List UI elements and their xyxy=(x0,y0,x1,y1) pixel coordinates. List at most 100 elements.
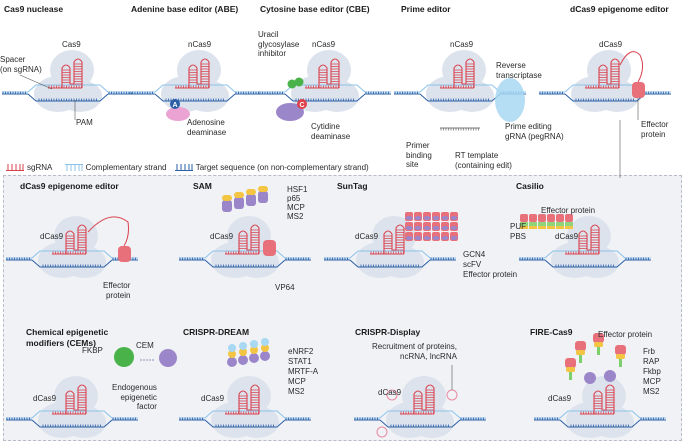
scfv xyxy=(423,226,431,230)
sgrna-stems xyxy=(319,63,339,85)
c-badge xyxy=(297,99,307,109)
effector-protein xyxy=(118,246,131,262)
panel-title-casilio: Casilio xyxy=(516,181,544,191)
puf xyxy=(538,222,546,226)
sgrna-hairpins xyxy=(578,224,600,254)
frb xyxy=(594,342,603,347)
enrf2 xyxy=(228,344,236,352)
casilio-effector xyxy=(556,214,564,222)
adenosine-deaminase xyxy=(166,107,190,121)
sgrna-hairpins xyxy=(61,58,83,88)
stat1 xyxy=(261,344,269,352)
rna-loop xyxy=(386,389,398,401)
sgrna-hairpins xyxy=(593,384,615,414)
p65-domain xyxy=(234,197,244,209)
sgrna-stems xyxy=(62,63,82,85)
sgrna-spacer-rungs xyxy=(305,85,339,88)
label-pam: PAM xyxy=(76,118,93,127)
scfv xyxy=(405,226,413,230)
leader-line xyxy=(19,74,53,90)
dna-outer-left-rungs xyxy=(2,91,26,94)
dna-top-strand xyxy=(204,250,286,259)
dna-top-strand xyxy=(204,410,286,419)
panel-title-cas9-nuclease: Cas9 nuclease xyxy=(4,4,64,14)
sgrna-spacer-rungs xyxy=(225,251,259,254)
stat1 xyxy=(250,346,258,354)
mrtf-a xyxy=(238,355,248,365)
reverse-transcriptase xyxy=(495,78,525,122)
target-strand-rungs xyxy=(430,98,489,101)
mrtf-a xyxy=(227,357,237,367)
label-fire-effector: Effector protein xyxy=(598,330,653,339)
dna-outer-right-rungs xyxy=(625,257,649,260)
label-dream-mcp: MCP xyxy=(288,377,306,386)
label-suntag-effector: Effector protein xyxy=(463,270,518,279)
label-fire-mcp: MCP xyxy=(643,377,661,386)
target-strand-rungs xyxy=(42,424,101,427)
dna-outer-right-rungs xyxy=(285,257,309,260)
dna-outer-left-rungs xyxy=(519,257,543,260)
sgrna-spacer-rungs xyxy=(225,411,259,414)
label-cem: CEM xyxy=(136,341,154,350)
target-strand-rungs xyxy=(165,98,224,101)
dna-outer-right-rungs xyxy=(460,417,484,420)
scfv xyxy=(414,216,422,220)
label-p65: p65 xyxy=(287,194,301,203)
target-strand-rungs xyxy=(555,264,614,267)
a-badge-letter: A xyxy=(173,102,178,109)
pbs xyxy=(565,226,573,229)
dna-outer-right-rungs xyxy=(365,91,389,94)
puf xyxy=(547,222,555,226)
pbs xyxy=(538,226,546,229)
puf xyxy=(529,222,537,226)
puf xyxy=(556,222,564,226)
target-strand-rungs xyxy=(360,264,419,267)
dna-outer-left-rungs xyxy=(534,417,558,420)
label-rt-template: RT template (containing edit) xyxy=(455,151,512,170)
label-primer-binding-site: Primer binding site xyxy=(406,141,432,169)
label-stat1: STAT1 xyxy=(288,357,312,366)
label-mcp: MCP xyxy=(287,203,305,212)
ugi-protein xyxy=(287,79,297,89)
sgrna-stems xyxy=(66,389,86,411)
label-pegrna: Prime editing gRNA (pegRNA) xyxy=(505,122,564,141)
scfv xyxy=(441,226,449,230)
pbs xyxy=(547,226,555,229)
endogenous-factor xyxy=(159,349,177,367)
sgrna-hairpins xyxy=(453,58,475,88)
scfv xyxy=(414,226,422,230)
protein-label: dCas9 xyxy=(210,232,234,241)
label-fkbp: FKBP xyxy=(82,346,103,355)
label-puf: PUF xyxy=(510,222,526,231)
fkbp-fire xyxy=(584,372,596,384)
panel-title-sam: SAM xyxy=(193,181,212,191)
label-reverse-transcriptase: Reverse transcriptase xyxy=(496,61,542,80)
frb xyxy=(576,350,585,355)
scfv xyxy=(441,216,449,220)
fkbp xyxy=(114,347,134,367)
p65-domain xyxy=(246,194,256,206)
scfv xyxy=(450,236,458,240)
dna-outer-right-rungs xyxy=(640,417,664,420)
a-badge xyxy=(170,99,180,109)
label-adenosine-deaminase: Adenosine deaminase xyxy=(187,118,227,137)
protein-label: dCas9 xyxy=(33,394,57,403)
label-vp64: VP64 xyxy=(275,283,295,292)
label-hsf1: HSF1 xyxy=(287,185,308,194)
fkbp-fire xyxy=(604,370,616,382)
legend-swatch-complementary xyxy=(64,164,83,172)
dna-top-strand xyxy=(284,84,366,93)
dna-top-strand xyxy=(31,250,113,259)
sgrna-stems xyxy=(454,63,474,85)
label-casilio-effector: Effector protein xyxy=(541,206,596,215)
hsf1-domain xyxy=(234,192,244,198)
sgrna-stems xyxy=(189,63,209,85)
c-badge-letter: C xyxy=(300,102,305,109)
sgrna-spacer-rungs xyxy=(370,251,404,254)
scfv xyxy=(423,236,431,240)
rna-loop xyxy=(376,426,388,438)
sgrna-spacer-rungs xyxy=(52,411,86,414)
dna-outer-left-rungs xyxy=(6,417,30,420)
casilio-effector xyxy=(547,214,555,222)
fire-effector xyxy=(593,333,604,343)
